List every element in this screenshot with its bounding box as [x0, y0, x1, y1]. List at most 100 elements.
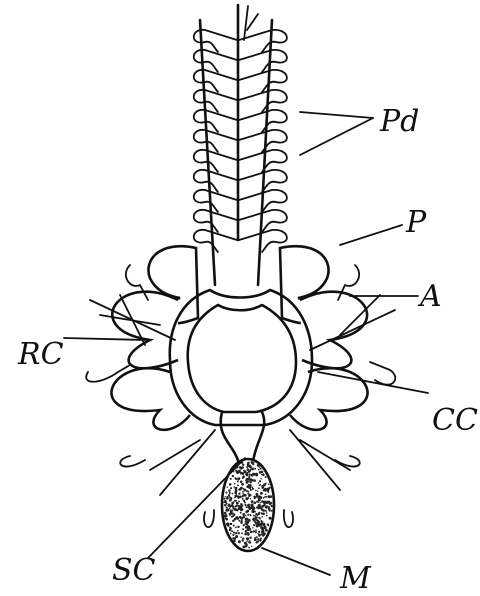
stipple-dot — [235, 478, 237, 480]
stipple-dot — [260, 468, 262, 470]
stipple-dot — [242, 491, 244, 493]
stipple-dot — [253, 515, 255, 517]
stipple-dot — [255, 473, 258, 476]
stipple-dot — [259, 480, 261, 482]
label-m: M — [339, 561, 372, 596]
stipple-dot — [259, 484, 261, 486]
stipple-dot — [241, 532, 243, 534]
stipple-dot — [258, 487, 260, 489]
stipple-dot — [245, 531, 247, 533]
stipple-dot — [236, 470, 239, 473]
stipple-dot — [235, 535, 238, 538]
stipple-dot — [248, 486, 251, 489]
stipple-dot — [261, 471, 264, 474]
stipple-dot — [241, 472, 243, 474]
stipple-dot — [253, 531, 255, 533]
stipple-dot — [247, 468, 249, 470]
stipple-dot — [266, 512, 268, 514]
pinnule-left — [194, 190, 237, 212]
stipple-dot — [226, 509, 228, 511]
stipple-dot — [242, 493, 244, 495]
stipple-dot — [248, 547, 250, 549]
stipple-dot — [232, 537, 234, 539]
stipple-dot — [266, 515, 268, 517]
stipple-dot — [256, 525, 258, 527]
stipple-dot — [256, 500, 258, 502]
stipple-dot — [250, 531, 251, 532]
stipple-dot — [246, 466, 248, 468]
stipple-dot — [240, 481, 243, 484]
stipple-dot — [250, 489, 252, 491]
stipple-dot — [250, 498, 251, 499]
stipple-dot — [243, 489, 246, 492]
stipple-dot — [229, 499, 231, 501]
stipple-dot — [265, 482, 267, 484]
stipple-dot — [236, 502, 239, 505]
stipple-dot — [269, 518, 271, 520]
stipple-dot — [229, 508, 231, 510]
stipple-dot — [258, 504, 260, 506]
stipple-dot — [235, 500, 237, 502]
stipple-dot — [268, 483, 270, 485]
stipple-dot — [247, 506, 249, 508]
stipple-dot — [259, 539, 261, 541]
stipple-dot — [242, 464, 244, 466]
stipple-dot — [249, 537, 251, 539]
stipple-dot — [267, 489, 270, 492]
stipple-dot — [249, 470, 251, 472]
stipple-dot — [248, 526, 250, 528]
stipple-dot — [236, 487, 238, 489]
stipple-dot — [233, 539, 236, 542]
stipple-dot — [262, 512, 265, 515]
stipple-dot — [259, 518, 261, 520]
pinnules-right — [239, 30, 287, 252]
stipple-dot — [267, 501, 270, 504]
stipple-dot — [261, 516, 263, 518]
stipple-dot — [242, 496, 244, 498]
stipple-dot — [246, 507, 248, 509]
stipple-dot — [245, 480, 246, 481]
stipple-dot — [234, 506, 236, 508]
stipple-dot — [249, 529, 251, 531]
stipple-dot — [240, 487, 243, 490]
stipple-dot — [248, 503, 250, 505]
stipple-dot — [224, 513, 226, 515]
stipple-dot — [229, 496, 230, 497]
stipple-dot — [248, 505, 250, 507]
stipple-dot — [265, 496, 267, 498]
stipple-dot — [235, 489, 238, 492]
stipple-dot — [233, 501, 235, 503]
stipple-dot — [260, 533, 262, 535]
stipple-dot — [234, 491, 237, 494]
stipple-dot — [264, 488, 267, 491]
stipple-dot — [246, 537, 248, 539]
stipple-dot — [230, 478, 232, 480]
stipple-dot — [238, 540, 241, 543]
stipple-dot — [247, 533, 249, 535]
pinnule-left — [194, 230, 237, 252]
stipple-dot — [267, 524, 269, 526]
stipple-dot — [246, 510, 249, 513]
stipple-dot — [242, 498, 244, 500]
pinnule-left — [194, 50, 237, 72]
stipple-dot — [250, 466, 252, 468]
stipple-dot — [260, 502, 262, 504]
stipple-dot — [255, 490, 257, 492]
stipple-dot — [250, 469, 252, 471]
stipple-dot — [248, 480, 250, 482]
pinnule-right — [239, 70, 287, 92]
stipple-dot — [260, 478, 261, 479]
stipple-dot — [260, 492, 263, 495]
stipple-dot — [225, 496, 226, 497]
pinnule-right — [239, 130, 287, 152]
stipple-dot — [230, 527, 232, 529]
stipple-dot — [263, 504, 265, 506]
stipple-dot — [238, 501, 240, 503]
stipple-dot — [245, 533, 247, 535]
pinnule-right — [239, 210, 287, 232]
stipple-dot — [259, 506, 262, 509]
stipple-dot — [232, 506, 234, 508]
stipple-dot — [235, 494, 237, 496]
stipple-dot — [225, 502, 227, 504]
